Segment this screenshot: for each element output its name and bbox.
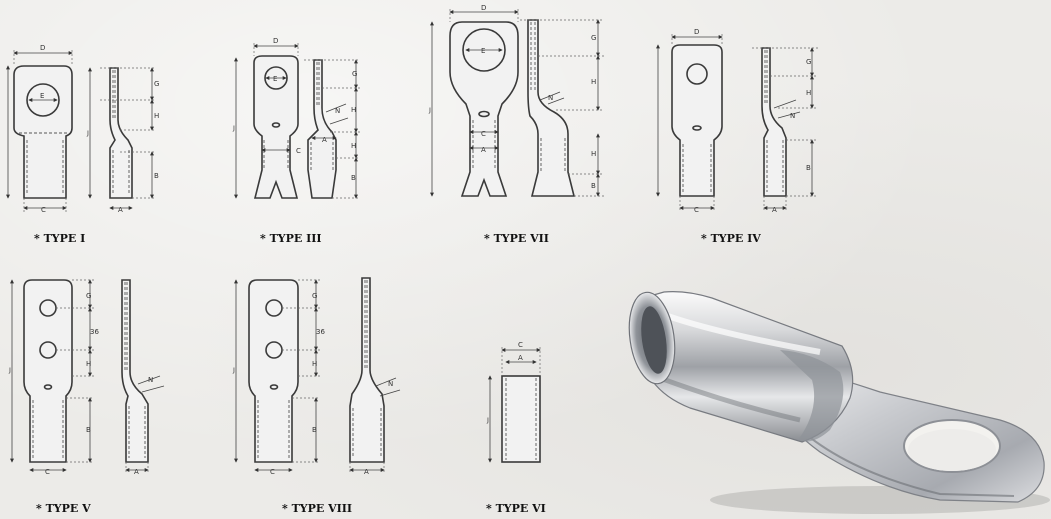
caption-type-4: * TYPE IV	[701, 232, 761, 245]
dim-label: B	[591, 182, 596, 190]
dim-label: A	[118, 206, 123, 214]
dim-label: J	[232, 124, 235, 132]
dim-label: J	[232, 366, 235, 374]
dim-label: H	[806, 89, 811, 97]
dim-label: N	[388, 380, 393, 388]
dim-label: C	[694, 206, 699, 214]
dim-label: E	[273, 75, 277, 83]
type-8-drawing: G 36 H B J C N A	[232, 277, 401, 476]
dim-label: C	[45, 468, 50, 476]
type-5-drawing: G 36 H B J C N A	[8, 279, 165, 476]
dim-label: B	[312, 426, 317, 434]
caption-type-1: * TYPE I	[34, 232, 86, 245]
dim-label: A	[134, 468, 139, 476]
dim-label: C	[270, 468, 275, 476]
dim-label: N	[548, 94, 553, 102]
type-4-drawing: D C G H B N A	[656, 28, 818, 214]
dim-label: B	[351, 174, 356, 182]
dim-label: 36	[90, 328, 99, 336]
dim-label: A	[322, 136, 327, 144]
dim-label: C	[296, 147, 301, 155]
dim-label: H	[312, 360, 317, 368]
caption-type-7: * TYPE VII	[484, 232, 549, 245]
dim-label: H	[86, 360, 91, 368]
dim-label: J	[428, 106, 431, 114]
dim-label: H	[591, 78, 596, 86]
type-6-drawing: C A J	[486, 341, 541, 463]
dim-label: B	[806, 164, 811, 172]
caption-type-8: * TYPE VIII	[282, 502, 353, 515]
dim-label: D	[273, 37, 278, 45]
dim-label: D	[481, 4, 486, 12]
dim-label: C	[481, 130, 486, 138]
dim-label: C	[41, 206, 46, 214]
caption-type-6: * TYPE VI	[486, 502, 546, 515]
dim-label: G	[352, 70, 357, 78]
dim-label: B	[154, 172, 159, 180]
cable-lug-photo	[628, 291, 1050, 514]
dim-label: A	[518, 354, 523, 362]
dim-label: J	[486, 416, 489, 424]
dim-label: H	[154, 112, 159, 120]
dim-label: A	[364, 468, 369, 476]
dim-label: D	[694, 28, 699, 36]
dim-label: 36	[316, 328, 325, 336]
caption-type-3: * TYPE III	[260, 232, 322, 245]
type-3-drawing: E D C J G H H B N A	[232, 37, 360, 199]
dim-label: G	[312, 292, 317, 300]
caption-type-5: * TYPE V	[36, 502, 91, 515]
type-1-drawing: E D C G H B J A	[6, 44, 159, 214]
dim-label: G	[806, 58, 811, 66]
dim-label: A	[481, 146, 486, 154]
dim-label: G	[591, 34, 596, 42]
dim-label: G	[86, 292, 91, 300]
dim-label: N	[148, 376, 153, 384]
dim-label: E	[481, 47, 485, 55]
dim-label: N	[790, 112, 795, 120]
dim-label: D	[40, 44, 45, 52]
dim-label: B	[86, 426, 91, 434]
dim-label: J	[86, 129, 89, 137]
dim-label: C	[518, 341, 523, 349]
dim-label: H	[351, 142, 356, 150]
dim-label: H	[591, 150, 596, 158]
dim-label: H	[351, 106, 356, 114]
dim-label: G	[154, 80, 159, 88]
dim-label: E	[40, 92, 44, 100]
dim-label: N	[335, 107, 340, 115]
dim-label: J	[8, 366, 11, 374]
type-7-drawing: E D C A J G H H B N	[428, 4, 604, 197]
dim-label: A	[772, 206, 777, 214]
